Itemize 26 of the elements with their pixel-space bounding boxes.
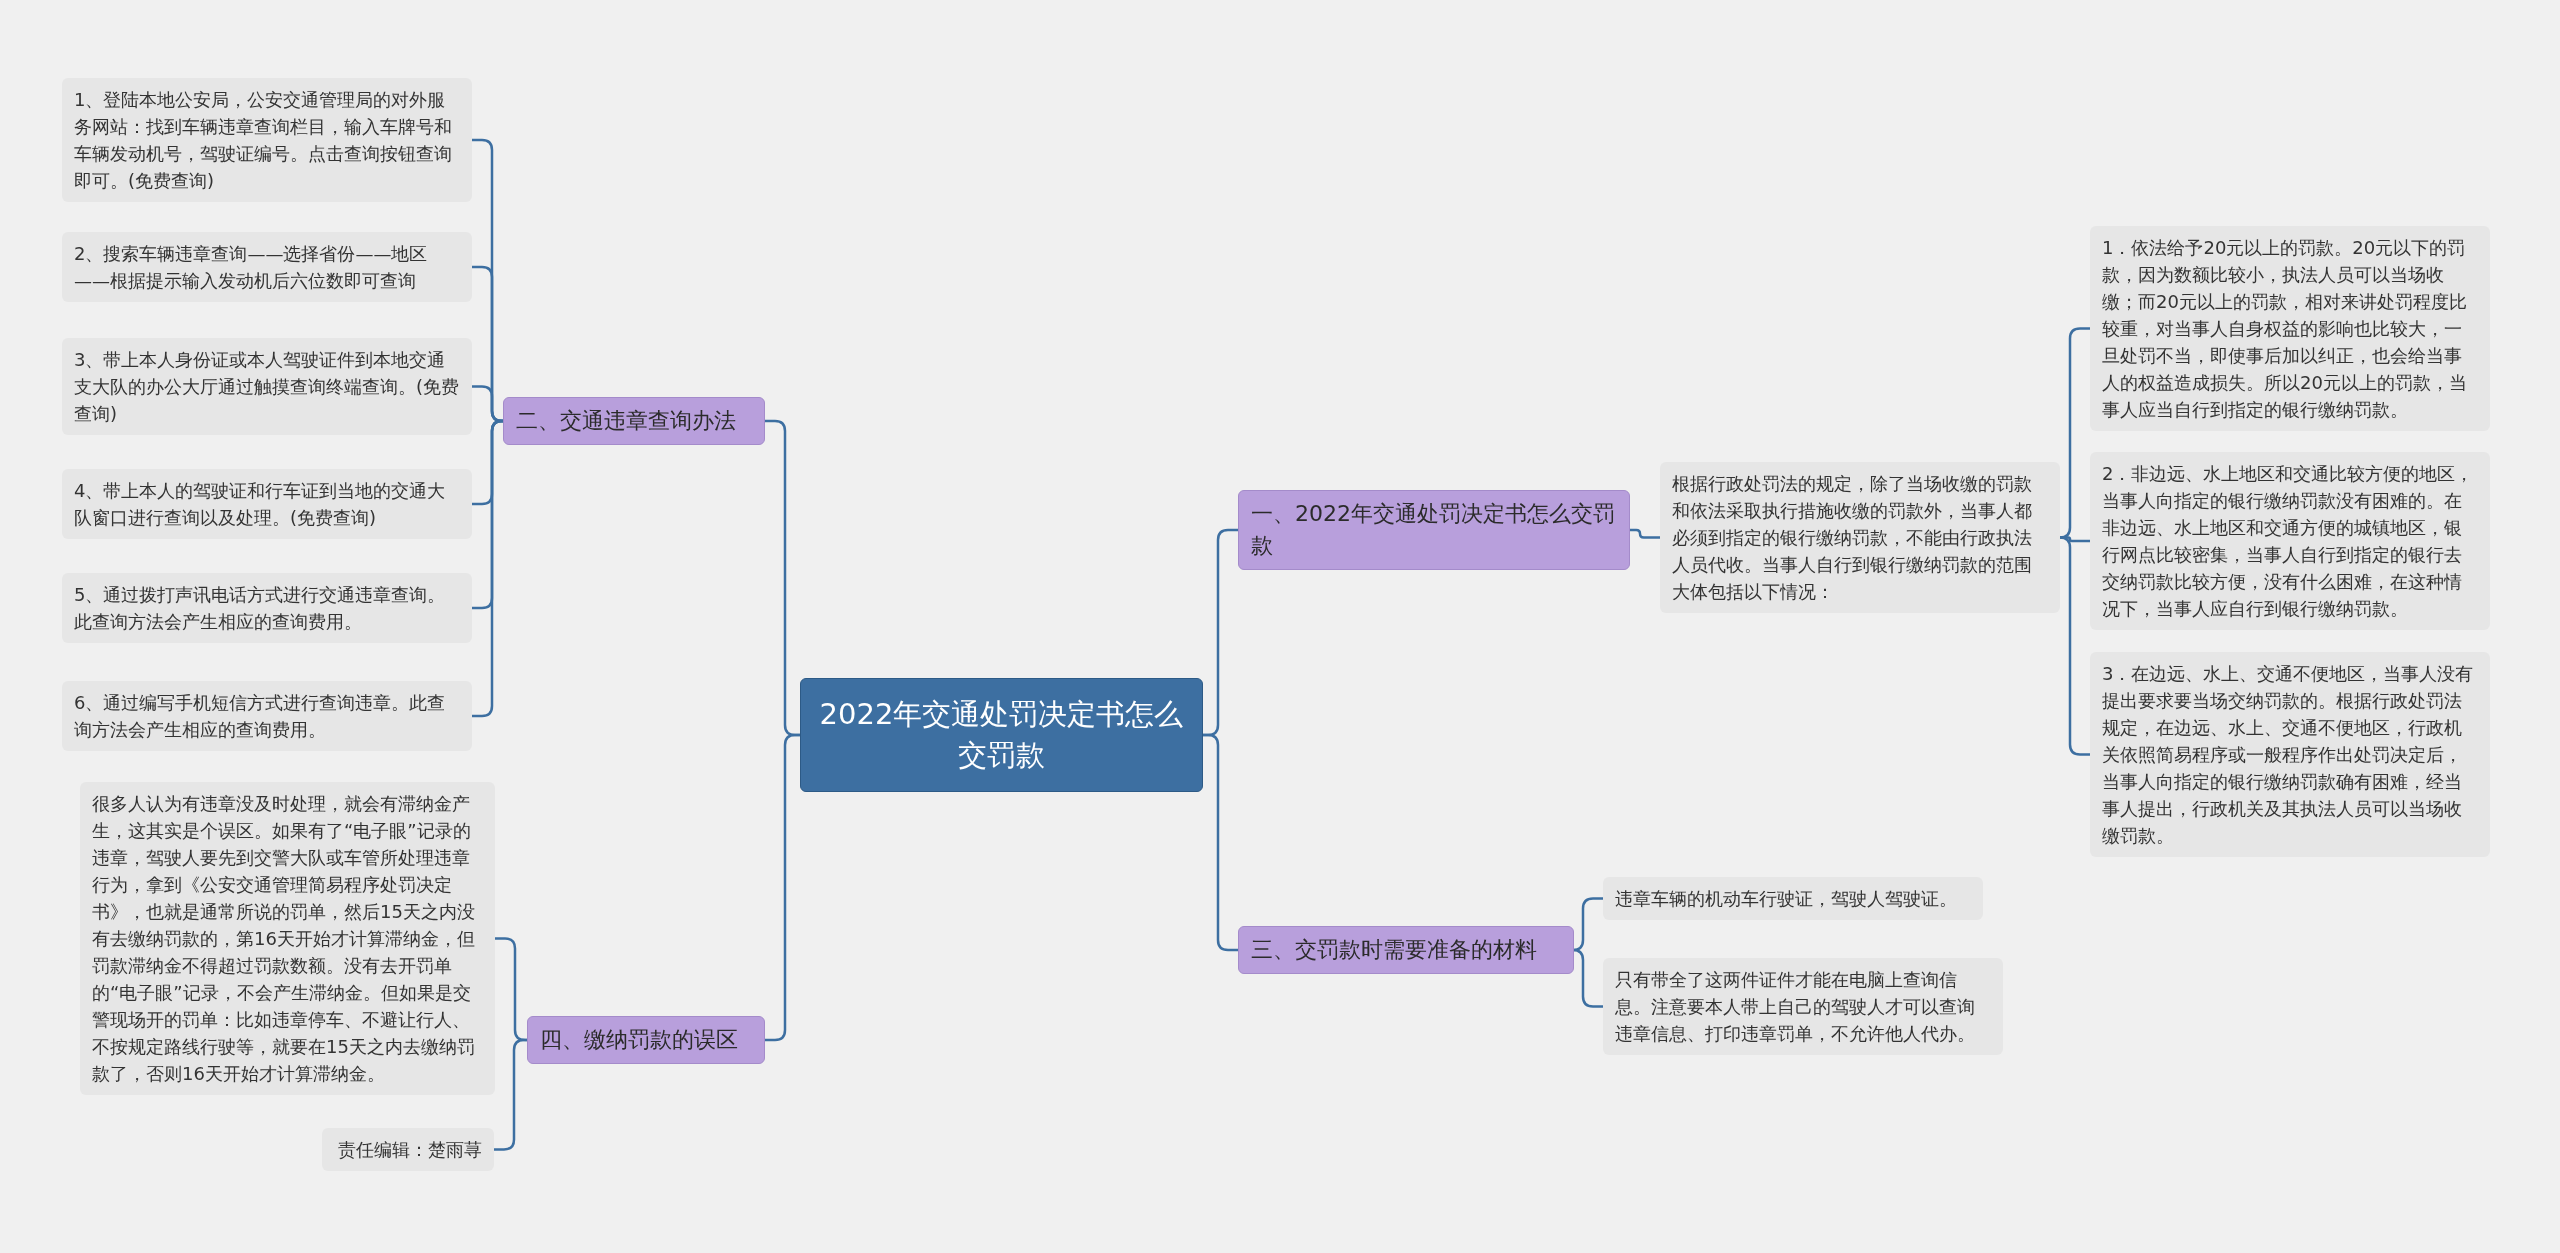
leaf-note: 违章车辆的机动车行驶证，驾驶人驾驶证。 — [1603, 877, 1983, 920]
branch-topic: 三、交罚款时需要准备的材料 — [1238, 926, 1574, 974]
leaf-note: 只有带全了这两件证件才能在电脑上查询信息。注意要本人带上自己的驾驶人才可以查询违章信息、打印违章罚单，不允许他人代办。 — [1603, 958, 2003, 1055]
branch-topic: 一、2022年交通处罚决定书怎么交罚款 — [1238, 490, 1630, 570]
leaf-note: 1、登陆本地公安局，公安交通管理局的对外服务网站：找到车辆违章查询栏目，输入车牌号和车辆发动机号，驾驶证编号。点击查询按钮查询即可。(免费查询) — [62, 78, 472, 202]
leaf-note: 责任编辑：楚雨荨 — [322, 1128, 494, 1171]
leaf-note: 6、通过编写手机短信方式进行查询违章。此查询方法会产生相应的查询费用。 — [62, 681, 472, 751]
leaf-note: 3、带上本人身份证或本人驾驶证件到本地交通支大队的办公大厅通过触摸查询终端查询。(免费查询) — [62, 338, 472, 435]
connector-line — [494, 1038, 527, 1151]
leaf-note: 4、带上本人的驾驶证和行车证到当地的交通大队窗口进行查询以及处理。(免费查询) — [62, 469, 472, 539]
leaf-note: 3．在边远、水上、交通不便地区，当事人没有提出要求要当场交纳罚款的。根据行政处罚法规定，在边远、水上、交通不便地区，行政机关依照简易程序或一般程序作出处罚决定后，当事人向指定的银行缴纳罚款确有困难，经当事人提出，行政机关及其执法人员可以当场收缴罚款。 — [2090, 652, 2490, 857]
leaf-note: 根据行政处罚法的规定，除了当场收缴的罚款和依法采取执行措施收缴的罚款外，当事人都必须到指定的银行缴纳罚款，不能由行政执法人员代收。当事人自行到银行缴纳罚款的范围大体包括以下情况： — [1660, 462, 2060, 613]
leaf-note: 2、搜索车辆违章查询——选择省份——地区——根据提示输入发动机后六位数即可查询 — [62, 232, 472, 302]
leaf-note: 5、通过拨打声讯电话方式进行交通违章查询。此查询方法会产生相应的查询费用。 — [62, 573, 472, 643]
connector-line — [765, 733, 800, 1042]
connector-line — [2060, 536, 2090, 543]
connector-line — [1203, 733, 1238, 952]
connector-line — [1630, 528, 1660, 539]
leaf-note: 2．非边远、水上地区和交通比较方便的地区，当事人向指定的银行缴纳罚款没有困难的。在非边远、水上地区和交通方便的城镇地区，银行网点比较密集，当事人自行到指定的银行去交纳罚款比较方便，没有什么困难，在这种情况下，当事人应自行到银行缴纳罚款。 — [2090, 452, 2490, 630]
connector-line — [2058, 536, 2090, 756]
leaf-note: 很多人认为有违章没及时处理，就会有滞纳金产生，这其实是个误区。如果有了“电子眼”记录的违章，驾驶人要先到交警大队或车管所处理违章行为，拿到《公安交通管理简易程序处罚决定书》，也就是通常所说的罚单，然后15天之内没有去缴纳罚款的，第16天开始才计算滞纳金，但罚款滞纳金不得超过罚款数额。没有去开罚单的“电子眼”记录，不会产生滞纳金。但如果是交警现场开的罚单：比如违章停车、不避让行人、不按规定路线行驶等，就要在15天之内去缴纳罚款了，否则16天开始才计算滞纳金。 — [80, 782, 495, 1095]
leaf-note: 1．依法给予20元以上的罚款。20元以下的罚款，因为数额比较小，执法人员可以当场收缴；而20元以上的罚款，相对来讲处罚程度比较重，对当事人自身权益的影响也比较大，一旦处罚不当，即使事后加以纠正，也会给当事人的权益造成损失。所以20元以上的罚款，当事人应当自行到指定的银行缴纳罚款。 — [2090, 226, 2490, 431]
root-topic: 2022年交通处罚决定书怎么交罚款 — [800, 678, 1203, 792]
branch-topic: 二、交通违章查询办法 — [503, 397, 765, 445]
connector-line — [472, 419, 504, 718]
branch-topic: 四、缴纳罚款的误区 — [527, 1016, 765, 1064]
